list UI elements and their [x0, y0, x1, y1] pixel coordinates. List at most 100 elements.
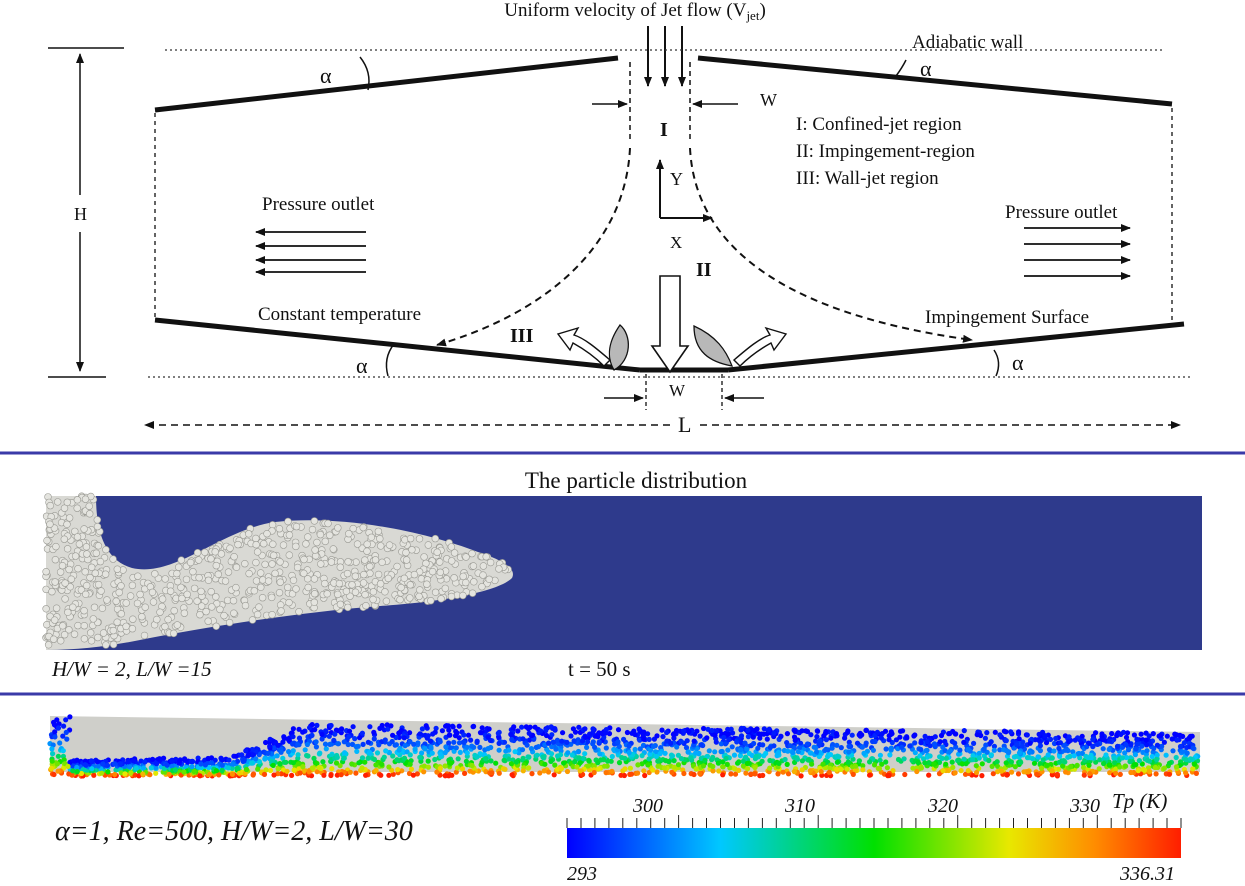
temperature-particle	[313, 744, 319, 750]
temperature-particle	[404, 749, 410, 755]
temperature-particle	[922, 760, 928, 766]
temperature-particle	[219, 762, 225, 768]
particle-title: The particle distribution	[525, 468, 748, 493]
temperature-particle	[525, 765, 531, 771]
temperature-particle	[1118, 731, 1124, 738]
temperature-particle	[872, 738, 878, 745]
temperature-particle	[519, 747, 526, 753]
temperature-particle	[509, 736, 515, 743]
particle	[334, 524, 342, 532]
particle	[85, 502, 93, 510]
temperature-particle	[1153, 771, 1159, 777]
temperature-particle	[354, 748, 360, 755]
temperature-particle	[133, 765, 139, 771]
top-wall-left	[154, 55, 619, 113]
particle	[212, 593, 220, 601]
temperature-particle	[421, 769, 427, 775]
particle	[189, 567, 197, 576]
temperature-particle	[697, 733, 703, 739]
particle	[65, 626, 73, 634]
particle	[384, 574, 392, 583]
temperature-particle	[538, 728, 544, 734]
temperature-particle	[804, 728, 811, 735]
temperature-particle	[446, 732, 452, 738]
temperature-particle	[271, 772, 277, 778]
recirculation-shape-right	[693, 324, 734, 367]
temperature-particle	[647, 751, 653, 757]
temperature-particle	[300, 729, 306, 735]
temperature-particle	[529, 771, 535, 777]
temperature-particle	[860, 763, 866, 769]
particle	[63, 498, 72, 506]
particle	[66, 583, 74, 591]
temperature-particle	[784, 761, 790, 768]
particle	[220, 611, 228, 620]
temperature-particle	[863, 740, 869, 746]
temperature-particle	[1131, 732, 1137, 738]
temperature-particle	[396, 747, 402, 753]
particle	[56, 637, 65, 645]
temperature-particle	[792, 728, 798, 735]
temperature-particle	[446, 773, 452, 779]
particle	[164, 615, 172, 624]
temperature-particle	[1009, 769, 1015, 775]
temperature-particle	[902, 771, 908, 778]
particle	[263, 529, 271, 538]
temperature-particle	[693, 750, 699, 756]
temperature-particle	[575, 748, 582, 755]
temperature-particle	[122, 771, 128, 777]
particle	[93, 516, 102, 524]
temperature-particle	[1012, 764, 1018, 770]
temperature-particle	[886, 737, 892, 743]
temperature-particle	[1053, 735, 1059, 742]
temperature-particle	[637, 746, 643, 752]
particle	[415, 592, 423, 601]
temperature-particle	[432, 756, 438, 763]
temperature-particle	[1147, 769, 1153, 775]
temperature-particle	[912, 750, 918, 756]
temperature-particle	[442, 750, 448, 756]
temperature-particle	[842, 735, 848, 741]
temperature-particle	[1152, 764, 1159, 771]
particle	[65, 565, 73, 574]
temperature-particle	[815, 728, 821, 734]
temperature-particle	[716, 768, 722, 774]
temperature-particle	[981, 746, 987, 752]
temperature-particle	[465, 732, 472, 738]
particle	[295, 607, 303, 616]
particle	[385, 541, 394, 549]
particle	[112, 597, 120, 605]
temperature-particle	[99, 770, 105, 776]
temperature-particle	[389, 738, 395, 745]
particle	[482, 552, 490, 561]
temperature-particle	[597, 751, 603, 757]
temperature-particle	[863, 727, 869, 734]
temperature-particle	[799, 767, 805, 773]
colorbar	[567, 828, 1181, 858]
temperature-particle	[760, 772, 766, 779]
temperature-particle	[349, 761, 355, 767]
temperature-particle	[55, 753, 62, 759]
temperature-particle	[243, 766, 250, 773]
particle	[468, 589, 477, 597]
particle	[195, 573, 203, 582]
temperature-particle	[519, 724, 525, 730]
temperature-particle	[1161, 765, 1167, 771]
particle	[316, 530, 325, 539]
temperature-particle	[912, 740, 918, 746]
temperature-particle	[961, 728, 967, 734]
particle	[221, 577, 230, 585]
temperature-particle	[296, 766, 302, 772]
particle	[423, 580, 431, 588]
temperature-particle	[923, 748, 929, 754]
temperature-particle	[877, 757, 883, 763]
temperature-particle	[804, 741, 811, 747]
temperature-particle	[572, 758, 578, 765]
particle	[201, 548, 209, 556]
temperature-particle	[88, 758, 95, 764]
temperature-particle	[713, 739, 719, 745]
temperature-particle	[82, 762, 88, 768]
temperature-particle	[197, 773, 203, 779]
particle	[85, 510, 94, 518]
temperature-particle	[1100, 746, 1106, 752]
